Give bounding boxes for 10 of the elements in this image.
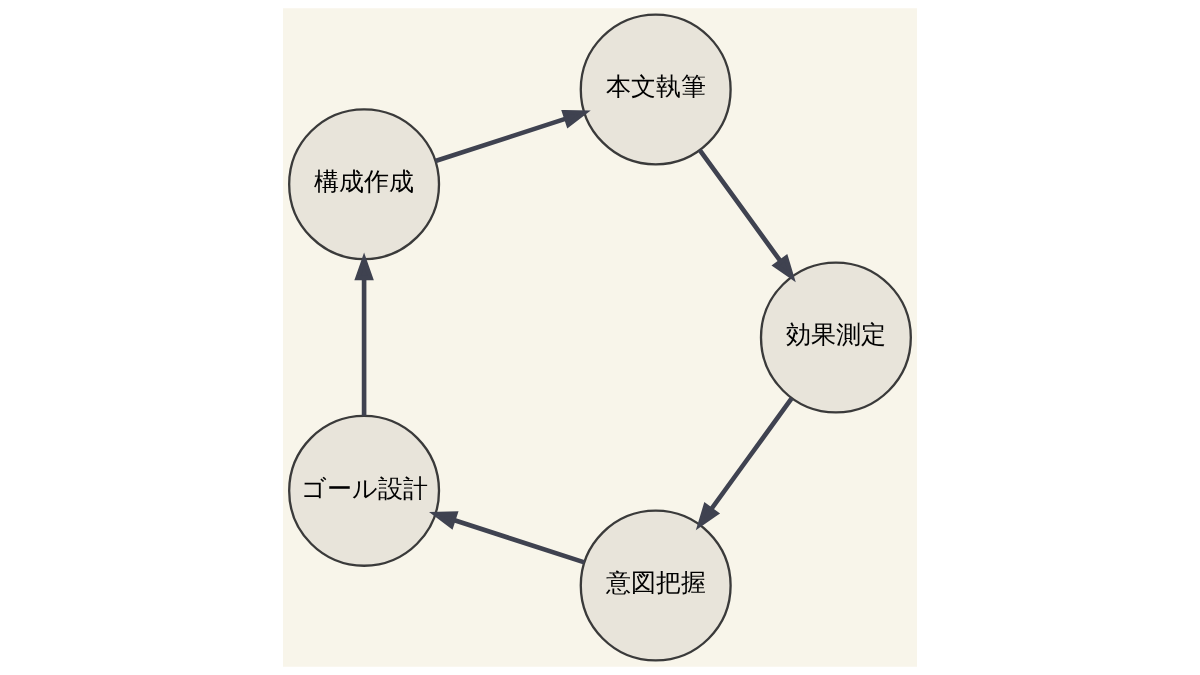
arrow bbox=[697, 148, 796, 283]
node-circle: 意図把握 bbox=[579, 509, 732, 662]
arrow bbox=[429, 511, 586, 565]
arrow bbox=[354, 252, 374, 416]
arrow bbox=[434, 109, 591, 164]
arrow bbox=[695, 396, 794, 531]
node-circle: 構成作成 bbox=[288, 108, 441, 261]
node-circle: 効果測定 bbox=[759, 261, 912, 414]
node-circle: ゴール設計 bbox=[288, 414, 441, 567]
node-circle: 本文執筆 bbox=[579, 13, 732, 166]
